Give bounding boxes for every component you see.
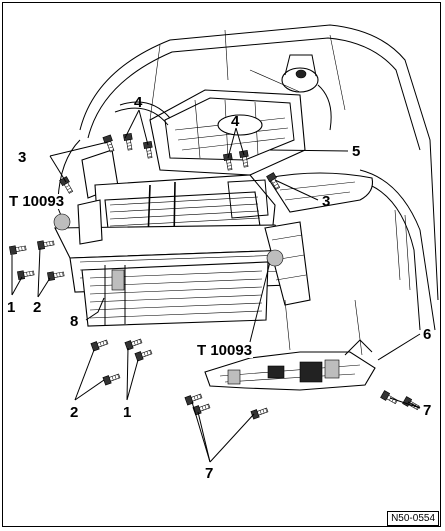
tool-label-t10093-left: T 10093: [8, 193, 66, 210]
engine-assembly: [114, 54, 332, 176]
bracket-part-6: [204, 299, 376, 391]
tool-position-marker-right: [266, 249, 284, 267]
callout-7-right: 7: [423, 402, 432, 419]
screw-icon: [380, 390, 398, 405]
callout-8: 8: [70, 313, 79, 330]
vehicle-body-outline: [57, 24, 439, 331]
tool-position-marker-left: [53, 213, 71, 231]
screw-icon: [59, 176, 74, 194]
screw-icon: [9, 245, 27, 255]
callout-2-bottom: 2: [70, 404, 79, 421]
screw-icon: [17, 270, 35, 280]
callout-2-left: 2: [33, 299, 42, 316]
screw-icon: [90, 339, 109, 352]
screw-icon: [124, 338, 143, 351]
callout-4-right: 4: [231, 113, 240, 130]
tool-label-t10093-right: T 10093: [196, 342, 254, 359]
callout-1-bottom: 1: [123, 404, 132, 421]
screw-icon: [47, 271, 65, 281]
screw-icon: [184, 393, 203, 406]
screw-set: [9, 133, 420, 420]
callout-3-right: 3: [322, 193, 331, 210]
callout-5: 5: [352, 143, 361, 160]
screw-icon: [266, 172, 281, 190]
callout-1-left: 1: [7, 299, 16, 316]
screw-icon: [123, 133, 133, 151]
lock-carrier-radiator: [54, 174, 311, 327]
callout-3-left: 3: [18, 149, 27, 166]
leader-lines: [11, 109, 421, 463]
screw-icon: [37, 240, 55, 250]
screw-icon: [102, 134, 115, 153]
figure-id-label: N50-0554: [387, 511, 439, 526]
screw-icon: [223, 153, 233, 171]
callout-6: 6: [423, 326, 432, 343]
screw-icon: [134, 349, 153, 362]
screw-icon: [250, 407, 269, 420]
callout-4-left: 4: [134, 94, 143, 111]
screw-icon: [143, 141, 153, 159]
callout-7-bottom: 7: [205, 465, 214, 482]
screw-icon: [102, 373, 121, 386]
